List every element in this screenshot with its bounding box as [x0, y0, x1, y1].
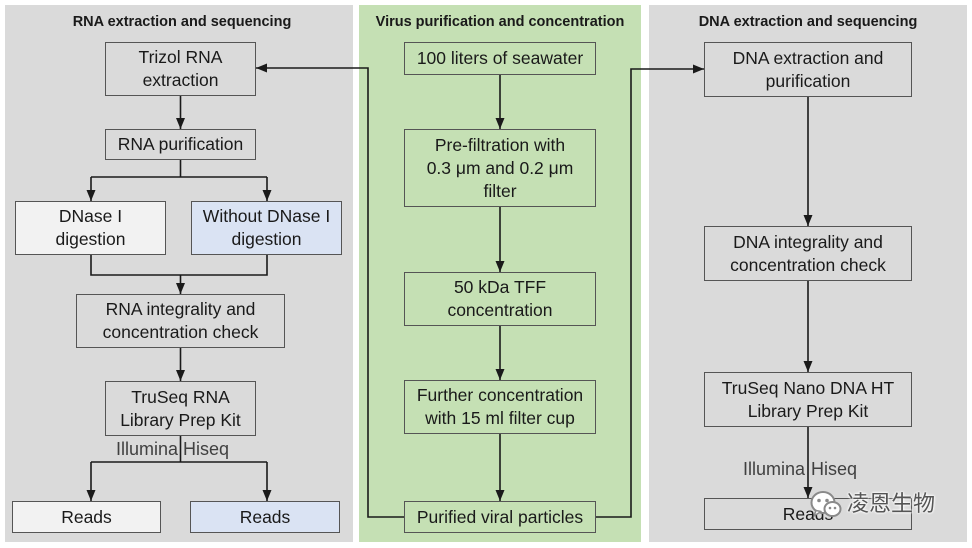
- dna-integrality-check-box: DNA integrality and concentration check: [704, 226, 912, 281]
- seawater-box: 100 liters of seawater: [404, 42, 596, 75]
- rna-reads-dnase-box: Reads: [12, 501, 161, 533]
- box-text-line: TruSeq RNA: [131, 386, 230, 407]
- box-text-line: Without DNase I: [202, 206, 331, 226]
- rna-library-prep-box: TruSeq RNA Library Prep Kit: [105, 381, 256, 436]
- box-text-line: with 15 ml filter cup: [425, 408, 575, 428]
- rna-reads-without-dnase-box: Reads: [190, 501, 340, 533]
- box-text-line: Library Prep Kit: [747, 400, 869, 421]
- further-concentration-box: Further concentration with 15 ml filter …: [404, 380, 596, 434]
- box-text-line: 0.3 μm and 0.2 μm: [426, 157, 574, 178]
- rna-panel-title: RNA extraction and sequencing: [72, 14, 292, 30]
- box-text-line: DNA integrality and: [733, 231, 883, 252]
- box-text-line: RNA integrality and: [105, 299, 256, 319]
- without-dnase-digestion-box: Without DNase I digestion: [191, 201, 342, 255]
- box-text-line: TruSeq Nano DNA HT: [721, 377, 895, 398]
- box-text-line: digestion: [231, 229, 302, 249]
- dna-platform-label-illumina: Illumina: [742, 459, 805, 479]
- dna-panel-title: DNA extraction and sequencing: [698, 14, 918, 30]
- dna-library-prep-box: TruSeq Nano DNA HT Library Prep Kit: [704, 372, 912, 427]
- dna-platform-label-hiseq: Hiseq: [811, 459, 858, 479]
- box-text-line: Trizol RNA: [138, 47, 223, 67]
- rna-integrality-check-box: RNA integrality and concentration check: [76, 294, 285, 348]
- box-text-line: concentration check: [102, 322, 259, 342]
- purified-viral-particles-box: Purified viral particles: [404, 501, 596, 533]
- wechat-icon: [810, 491, 842, 517]
- watermark: 凌恩生物: [810, 489, 935, 521]
- box-text-line: Pre-filtration with: [434, 134, 566, 155]
- rna-platform-label-hiseq: Hiseq: [183, 439, 230, 459]
- box-text-line: 100 liters of seawater: [416, 48, 584, 68]
- box-text-line: digestion: [55, 229, 126, 249]
- dnase-digestion-box: DNase I digestion: [15, 201, 166, 255]
- box-text-line: filter: [483, 180, 517, 201]
- rna-platform-label-illumina: Illumina: [115, 439, 178, 459]
- box-text-line: Reads: [239, 506, 291, 527]
- box-text-line: Further concentration: [416, 385, 584, 405]
- virus-panel: Virus purification and concentration 100…: [359, 5, 641, 542]
- box-text-line: Reads: [61, 506, 112, 527]
- box-text-line: extraction: [142, 70, 219, 90]
- box-text-line: Purified viral particles: [416, 506, 584, 527]
- watermark-text: 凌恩生物: [847, 492, 936, 517]
- rna-panel: RNA extraction and sequencing Trizol RNA…: [5, 5, 353, 542]
- box-text-line: 50 kDa TFF: [453, 277, 547, 297]
- rna-purification-box: RNA purification: [105, 129, 256, 160]
- prefiltration-box: Pre-filtration with 0.3 μm and 0.2 μm fi…: [404, 129, 596, 207]
- box-text-line: DNase I: [58, 206, 123, 226]
- virus-panel-title: Virus purification and concentration: [375, 14, 625, 30]
- box-text-line: concentration: [447, 300, 553, 320]
- tff-concentration-box: 50 kDa TFF concentration: [404, 272, 596, 326]
- trizol-rna-extraction-box: Trizol RNA extraction: [105, 42, 256, 96]
- dna-panel: DNA extraction and sequencing DNA extrac…: [649, 5, 967, 542]
- box-text-line: DNA extraction and: [732, 47, 884, 68]
- box-text-line: RNA purification: [117, 134, 244, 154]
- box-text-line: concentration check: [730, 254, 886, 275]
- box-text-line: purification: [765, 70, 851, 91]
- dna-extraction-box: DNA extraction and purification: [704, 42, 912, 97]
- box-text-line: Library Prep Kit: [120, 409, 241, 430]
